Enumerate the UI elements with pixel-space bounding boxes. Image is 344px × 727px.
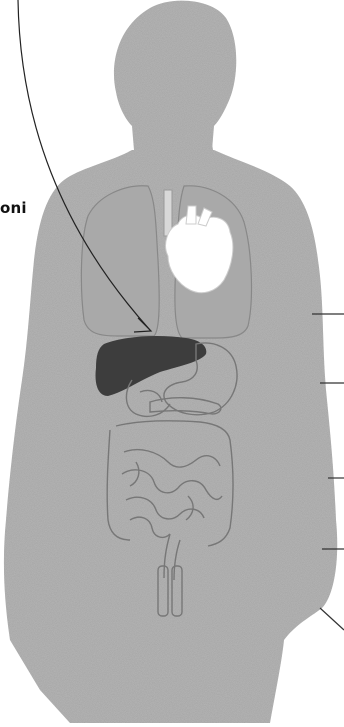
- right-lung: [81, 186, 159, 336]
- organ-label: oni: [0, 199, 27, 217]
- pointer-tick-5: [320, 608, 344, 630]
